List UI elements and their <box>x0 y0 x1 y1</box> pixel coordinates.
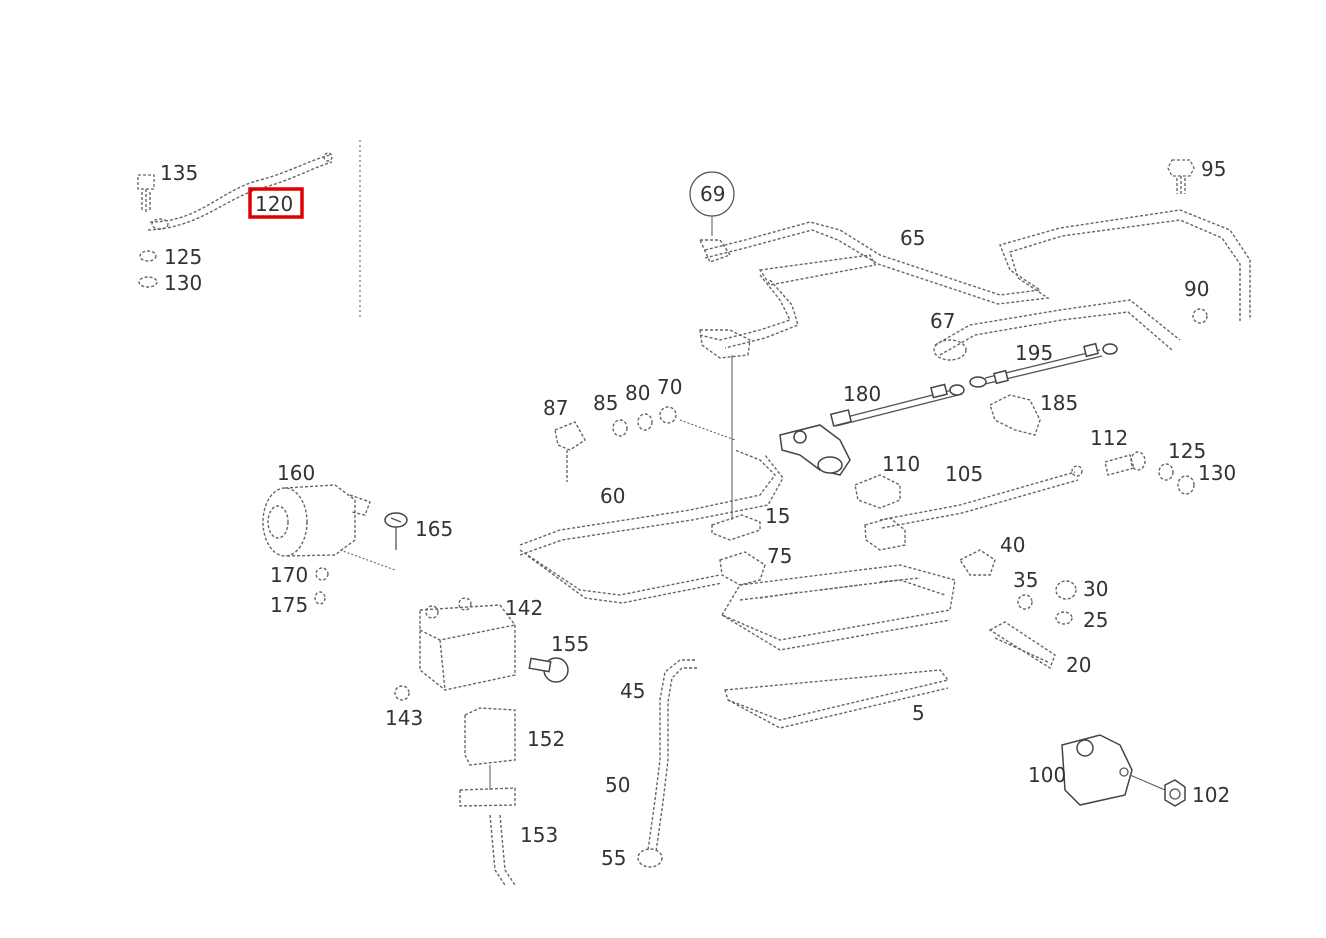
label-65[interactable]: 65 <box>900 226 925 250</box>
label-130-right[interactable]: 130 <box>1198 461 1236 485</box>
label-70[interactable]: 70 <box>657 375 682 399</box>
label-155[interactable]: 155 <box>551 632 589 656</box>
connector-153-icon[interactable] <box>459 787 516 886</box>
callout-69[interactable] <box>689 171 735 236</box>
label-5[interactable]: 5 <box>912 701 925 725</box>
terminal-112-icon[interactable] <box>1104 451 1146 476</box>
washer-25-icon[interactable] <box>1055 611 1073 625</box>
label-69[interactable]: 69 <box>700 182 725 206</box>
label-135[interactable]: 135 <box>160 161 198 185</box>
cable-195[interactable] <box>969 342 1118 388</box>
label-120[interactable]: 120 <box>255 192 293 216</box>
plug-155-icon[interactable] <box>528 657 569 683</box>
label-185[interactable]: 185 <box>1040 391 1078 415</box>
label-165[interactable]: 165 <box>415 517 453 541</box>
label-60[interactable]: 60 <box>600 484 625 508</box>
label-170[interactable]: 170 <box>270 563 308 587</box>
nut-130-icon[interactable] <box>138 276 158 288</box>
nut-130b-icon[interactable] <box>1177 475 1195 495</box>
cable-105[interactable] <box>864 465 1083 551</box>
fuse-box-142-icon[interactable] <box>419 597 516 691</box>
washer-125b-icon[interactable] <box>1158 463 1174 481</box>
label-90[interactable]: 90 <box>1184 277 1209 301</box>
nut-170-icon[interactable] <box>315 567 329 581</box>
bracket-100-icon[interactable] <box>1061 734 1133 806</box>
label-142[interactable]: 142 <box>505 596 543 620</box>
label-75[interactable]: 75 <box>767 544 792 568</box>
label-175[interactable]: 175 <box>270 593 308 617</box>
relay-160-icon[interactable] <box>262 484 396 571</box>
label-20[interactable]: 20 <box>1066 653 1091 677</box>
nut-90-icon[interactable] <box>1192 308 1208 324</box>
label-15[interactable]: 15 <box>765 504 790 528</box>
clamp-110-icon[interactable] <box>854 474 901 509</box>
relay-152-icon[interactable] <box>464 707 516 790</box>
label-45[interactable]: 45 <box>620 679 645 703</box>
bracket-185-icon[interactable] <box>989 394 1041 436</box>
connector-40-icon[interactable] <box>958 549 996 576</box>
bracket-15-icon[interactable] <box>711 514 761 541</box>
hold-down-20-icon[interactable] <box>988 621 1056 670</box>
washer-125-icon[interactable] <box>139 250 157 262</box>
label-25[interactable]: 25 <box>1083 608 1108 632</box>
label-35[interactable]: 35 <box>1013 568 1038 592</box>
label-125-right[interactable]: 125 <box>1168 439 1206 463</box>
label-152[interactable]: 152 <box>527 727 565 751</box>
clip-87-icon[interactable] <box>554 421 586 482</box>
bolt-135-icon[interactable] <box>137 174 155 212</box>
labels: 135 120 125 130 69 65 95 90 67 195 180 1… <box>160 157 1236 870</box>
cable-180[interactable] <box>829 383 965 427</box>
washer-175-icon[interactable] <box>314 591 326 605</box>
label-95[interactable]: 95 <box>1201 157 1226 181</box>
label-195[interactable]: 195 <box>1015 341 1053 365</box>
bolt-95-icon[interactable] <box>1167 159 1195 196</box>
nut-30-icon[interactable] <box>1055 580 1077 600</box>
label-85[interactable]: 85 <box>593 391 618 415</box>
label-105[interactable]: 105 <box>945 462 983 486</box>
nut-143-icon[interactable] <box>394 685 410 701</box>
label-50[interactable]: 50 <box>605 773 630 797</box>
label-112[interactable]: 112 <box>1090 426 1128 450</box>
label-100[interactable]: 100 <box>1028 763 1066 787</box>
nut-80-icon[interactable] <box>637 413 653 431</box>
cable-50[interactable] <box>637 659 697 868</box>
nut-102-icon[interactable] <box>1129 774 1186 807</box>
label-110[interactable]: 110 <box>882 452 920 476</box>
label-87[interactable]: 87 <box>543 396 568 420</box>
cable-67[interactable] <box>933 299 1181 361</box>
label-125[interactable]: 125 <box>164 245 202 269</box>
cable-60[interactable] <box>519 449 784 604</box>
cable-end-70-icon[interactable] <box>659 406 736 441</box>
label-180[interactable]: 180 <box>843 382 881 406</box>
battery-strip-5[interactable] <box>724 669 950 729</box>
highlight-box-120 <box>248 187 304 219</box>
label-40[interactable]: 40 <box>1000 533 1025 557</box>
screw-165-icon[interactable] <box>384 512 408 550</box>
battery-terminal-clamp[interactable] <box>779 424 851 476</box>
label-102[interactable]: 102 <box>1192 783 1230 807</box>
label-80[interactable]: 80 <box>625 381 650 405</box>
nut-35-icon[interactable] <box>1017 594 1033 610</box>
label-30[interactable]: 30 <box>1083 577 1108 601</box>
washer-85-icon[interactable] <box>612 419 628 437</box>
label-55[interactable]: 55 <box>601 846 626 870</box>
label-130[interactable]: 130 <box>164 271 202 295</box>
label-160[interactable]: 160 <box>277 461 315 485</box>
label-67[interactable]: 67 <box>930 309 955 333</box>
battery-tray[interactable] <box>720 564 956 651</box>
label-153[interactable]: 153 <box>520 823 558 847</box>
clamp-75-icon[interactable] <box>719 551 766 586</box>
label-143[interactable]: 143 <box>385 706 423 730</box>
main-cable-65[interactable] <box>698 209 1251 359</box>
